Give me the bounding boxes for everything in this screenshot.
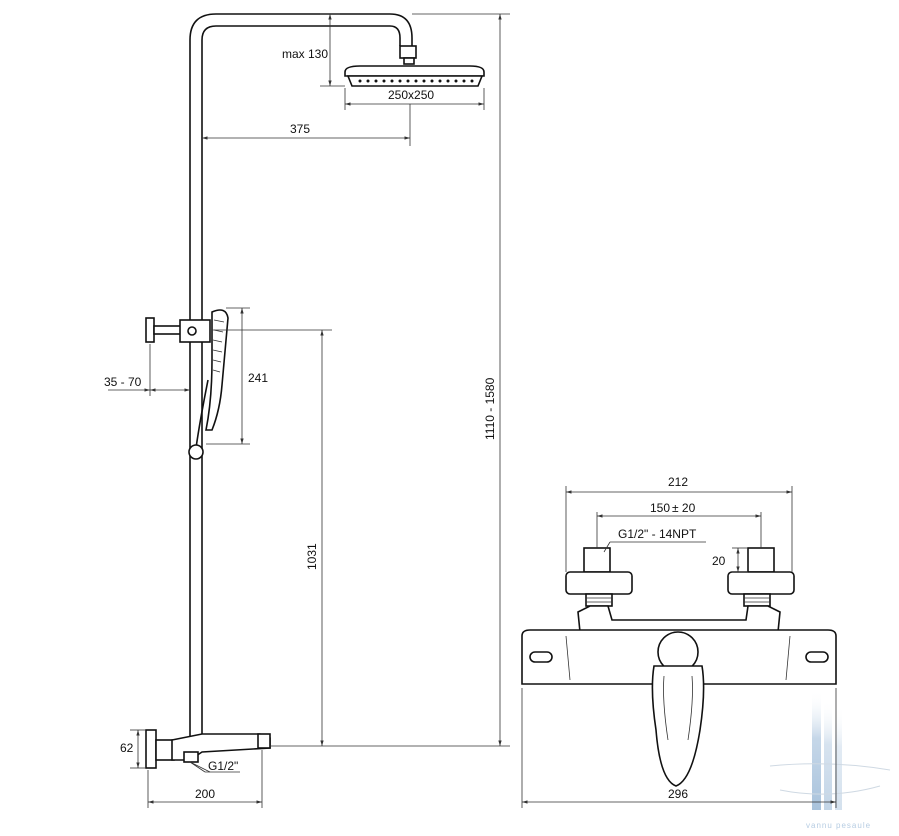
- label-body-width: 296: [668, 787, 688, 801]
- label-inlet-spacing-tolerance: ± 20: [672, 501, 696, 515]
- label-inlet-thread: G1/2" - 14NPT: [618, 527, 697, 541]
- label-mixer-height: 1031: [305, 543, 319, 570]
- hand-shower-holder: [145, 317, 211, 343]
- dimension-lines-right: [521, 486, 837, 808]
- dimension-lines: [108, 13, 510, 808]
- label-mixer-connection: G1/2": [208, 759, 238, 773]
- hand-shower: [188, 309, 229, 460]
- mixer-front-view: [521, 547, 837, 787]
- label-mixer-width: 212: [668, 475, 688, 489]
- label-inlet-depth: 20: [712, 554, 726, 568]
- label-arm-length: 375: [290, 122, 310, 136]
- shower-column: [189, 13, 417, 745]
- label-overall-height: 1110 - 1580: [483, 377, 497, 440]
- dimension-labels-right: 212 150 ± 20 G1/2" - 14NPT 20 296: [618, 475, 726, 801]
- label-inlet-spacing: 150: [650, 501, 670, 515]
- label-head-size: 250x250: [388, 88, 434, 102]
- watermark-text: vannu pesaule: [806, 821, 871, 830]
- label-hand-shower-travel: 241: [248, 371, 268, 385]
- label-max-head: max 130: [282, 47, 328, 61]
- rain-shower-head: [344, 65, 485, 87]
- label-clamp-range: 35 - 70: [104, 375, 142, 389]
- column-thermostatic-mixer: [145, 729, 271, 773]
- label-mixer-depth: 62: [120, 741, 134, 755]
- dimension-labels-left: max 130 250x250 375 1110 - 1580 241 1031…: [104, 47, 497, 801]
- watermark: vannu pesaule: [769, 690, 891, 830]
- label-mixer-projection: 200: [195, 787, 215, 801]
